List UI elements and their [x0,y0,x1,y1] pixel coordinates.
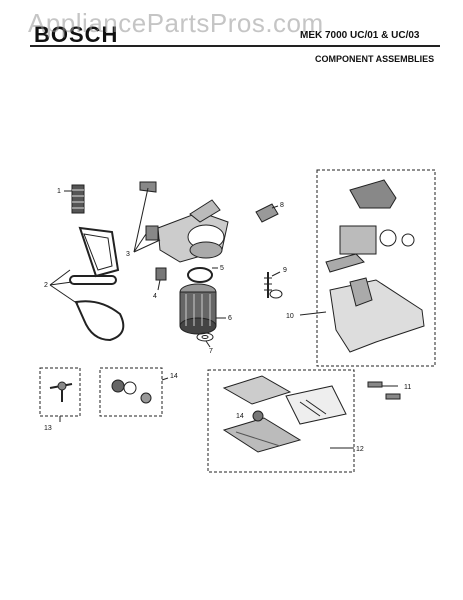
callout-5: 5 [220,265,224,272]
callout-10: 10 [286,313,294,320]
part-gear-assembly [299,179,425,353]
part-10-box [316,169,436,367]
part-knob-screw [49,381,73,422]
part-motor-housing [133,181,229,263]
part-13-box [39,367,81,417]
callout-2: 2 [44,282,48,289]
part-bolt [64,184,85,214]
page-subtitle: COMPONENT ASSEMBLIES [315,54,435,64]
callout-4: 4 [153,293,157,300]
callout-14-board: 14 [236,413,244,420]
callout-14: 14 [170,373,178,380]
header-rule [30,45,440,47]
part-circuit-board [222,375,354,453]
part-12-box [207,369,355,473]
part-fuses [367,381,401,400]
callout-11: 11 [404,384,411,391]
callout-1: 1 [57,188,61,195]
callout-3: 3 [126,251,130,258]
part-motor [179,283,226,335]
part-14-box [99,367,163,417]
part-spring [264,271,283,299]
callout-9: 9 [283,267,287,274]
callout-6: 6 [228,315,232,322]
part-washer [196,332,214,348]
part-cap [155,267,167,291]
brand-logo: BOSCH [34,22,119,47]
callout-13: 13 [44,425,52,432]
model-number: MEK 7000 UC/01 & UC/03 [300,30,420,41]
part-belts [49,226,125,342]
part-knobs [111,377,169,404]
callout-8: 8 [280,202,284,209]
callout-12: 12 [356,446,364,453]
part-ring [187,267,218,283]
callout-7: 7 [209,348,213,355]
part-clip [255,203,279,223]
